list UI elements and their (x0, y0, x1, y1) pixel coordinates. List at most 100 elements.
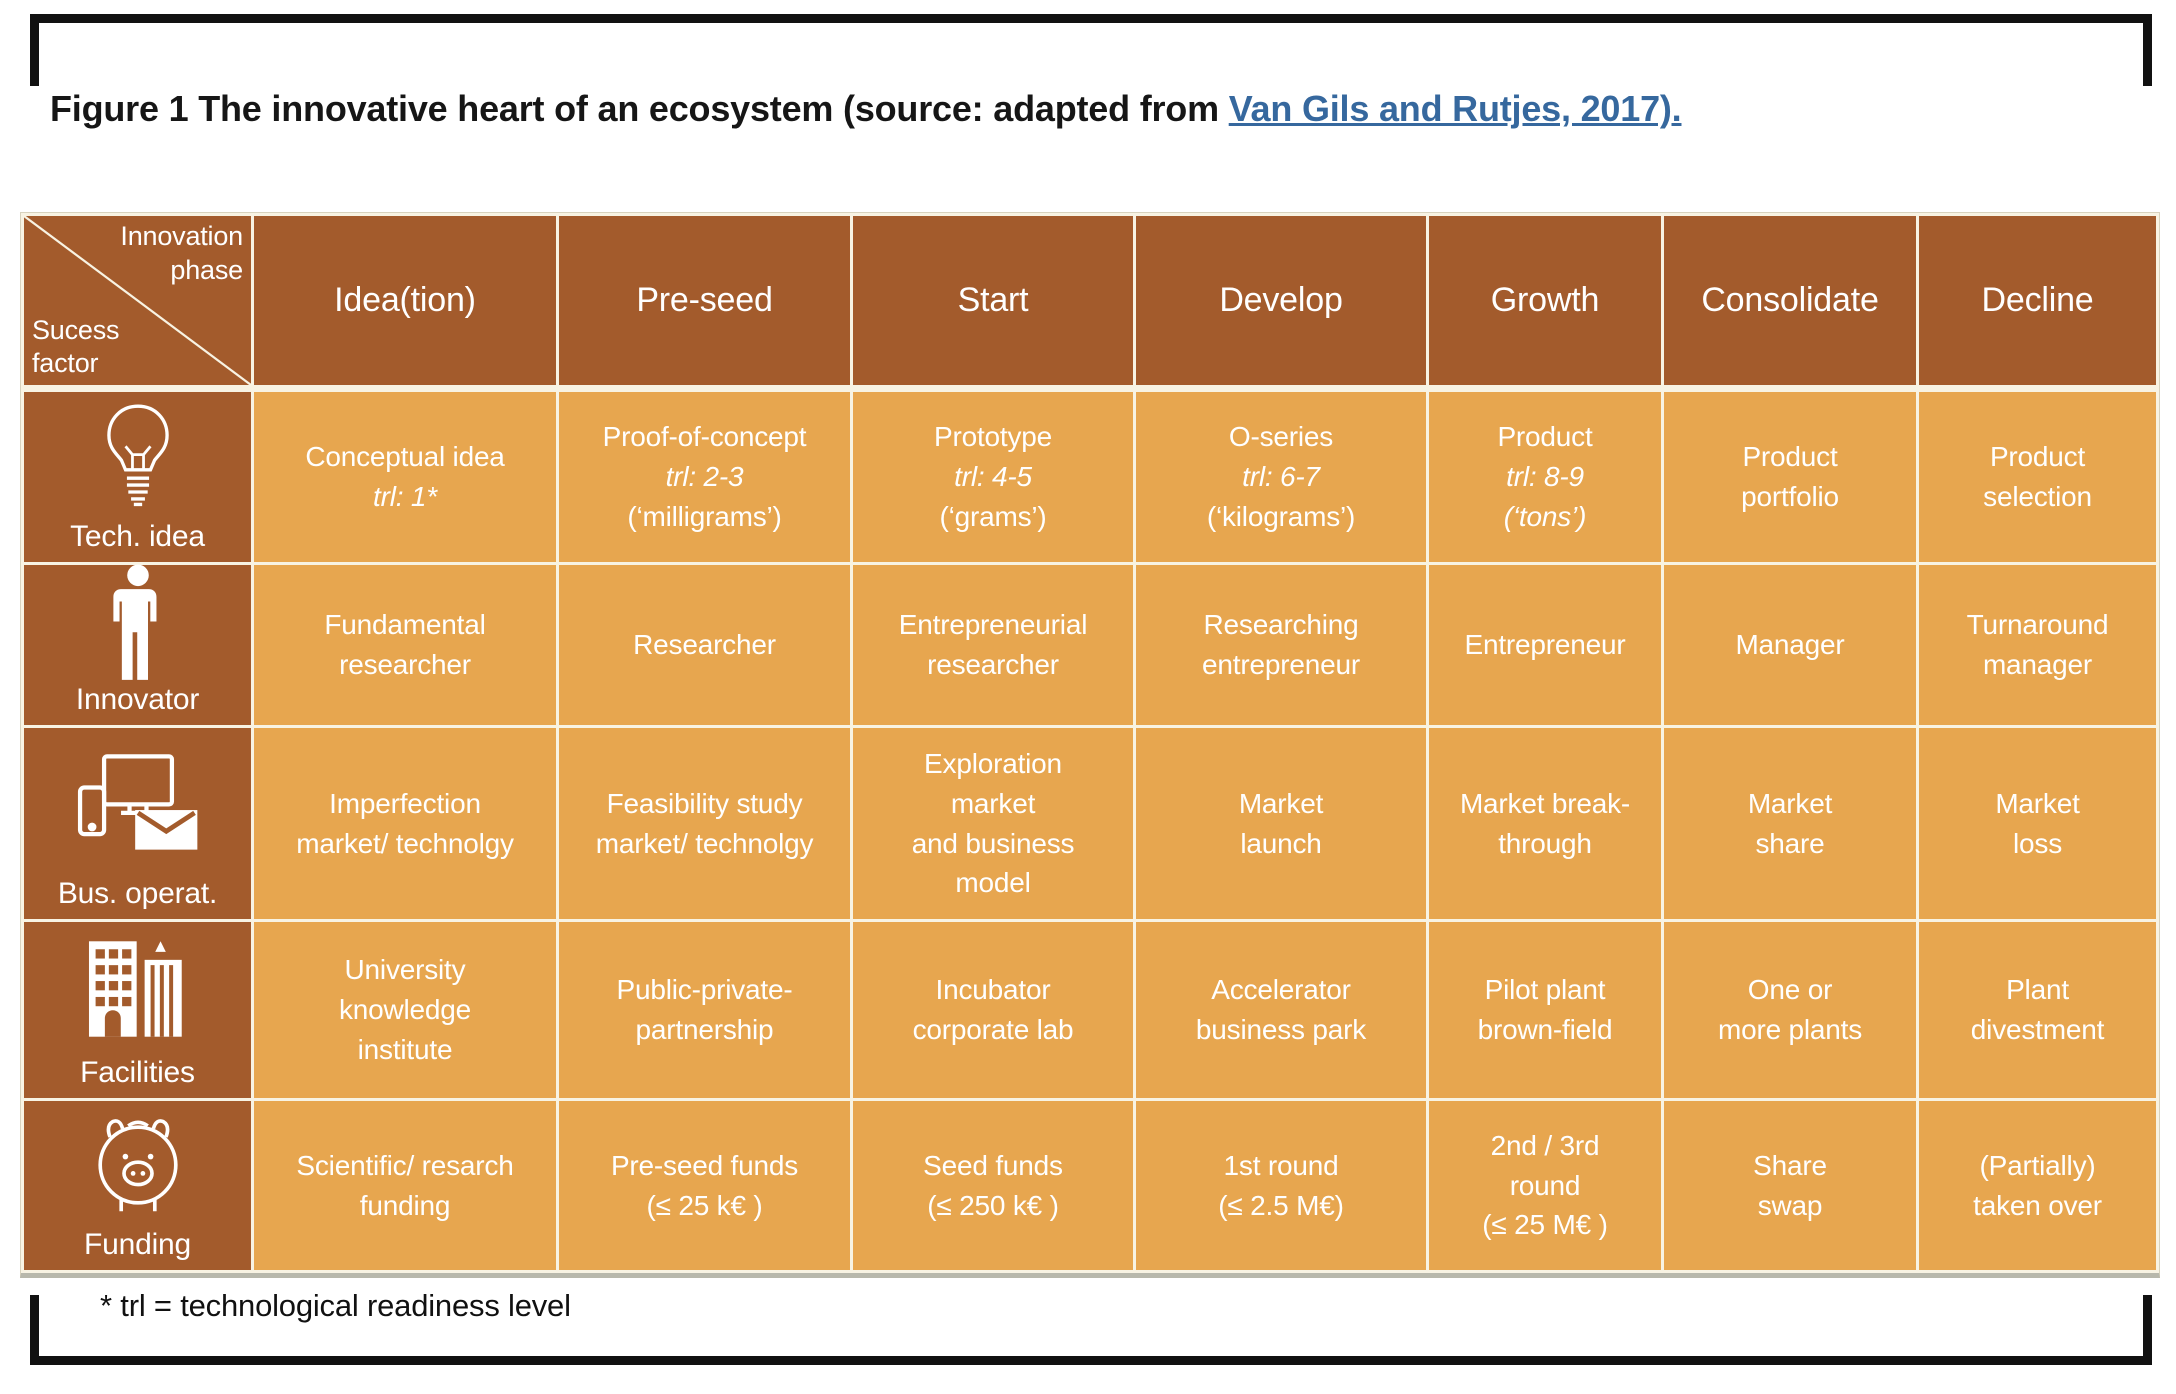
cell-line: Conceptual idea (305, 441, 505, 473)
cell-line: Scientific/ resarch (296, 1149, 514, 1181)
table-cell: Share swap (1664, 1101, 1916, 1270)
frame-top-bar (30, 14, 2152, 23)
cell-line: 1st round (1223, 1149, 1339, 1181)
frame-top-right-tick (2143, 14, 2152, 86)
cell-line: Market (1747, 787, 1833, 819)
cell-line: trl: 6-7 (1242, 461, 1320, 493)
cell-line: institute (357, 1033, 453, 1065)
table-cell: Researcher (559, 565, 850, 725)
cell-line: Product (1497, 421, 1593, 453)
row-label-text: Funding (83, 1228, 191, 1261)
row-label-funding: Funding (24, 1101, 251, 1270)
phase-header-start: Start (853, 216, 1133, 389)
phase-header-idea-tion-: Idea(tion) (254, 216, 556, 389)
cell-line: One or (1747, 974, 1833, 1006)
table-cell: Conceptual idea trl: 1* (254, 392, 556, 562)
cell-line: (‘milligrams’) (627, 500, 782, 532)
frame-top-left-tick (30, 14, 39, 86)
cell-line: trl: 1* (373, 481, 437, 512)
cell-line: trl: 8-9 (1506, 461, 1584, 493)
cell-line: model (955, 867, 1031, 899)
cell-line: (≤ 25 k€ ) (646, 1189, 763, 1221)
cell-line: knowledge (338, 994, 472, 1026)
table-cell: (Partially)taken over (1919, 1101, 2156, 1270)
cell-line: Manager (1735, 629, 1845, 661)
source-link[interactable]: Van Gils and Rutjes, 2017). (1228, 88, 1682, 129)
phase-header-decline: Decline (1919, 216, 2156, 389)
cell-line: Exploration (924, 748, 1062, 779)
cell-line: Incubator (935, 974, 1051, 1006)
cell-line: (≤ 2.5 M€) (1218, 1189, 1344, 1221)
cell-line: Researching (1203, 609, 1359, 641)
row-label-text: Bus. operat. (57, 877, 218, 910)
cell-line: more plants (1717, 1014, 1863, 1045)
cell-line: Pilot plant (1484, 974, 1606, 1006)
table-cell: Product portfolio (1664, 392, 1916, 562)
cell-line: Proof-of-concept (602, 421, 807, 453)
cell-line: trl: 2-3 (665, 461, 744, 493)
phase-header-consolidate: Consolidate (1664, 216, 1916, 389)
diagonal-divider (24, 216, 251, 385)
table-cell: University knowledge institute (254, 922, 556, 1098)
corner-header-cell: Innovation phase Sucess factor (24, 216, 251, 389)
cell-line: Market (1995, 787, 2080, 819)
cell-line: (≤ 25 M€ ) (1482, 1209, 1608, 1241)
caption-text: Figure 1 The innovative heart of an ecos… (50, 88, 1229, 129)
cell-line: Prototype (933, 421, 1053, 453)
cell-line: business park (1195, 1014, 1367, 1045)
row-label-bus-operat-: Bus. operat. (24, 728, 251, 919)
phase-header-pre-seed: Pre-seed (559, 216, 850, 389)
cell-line: Imperfection (329, 787, 481, 819)
table-cell: Pilot plant brown-field (1429, 922, 1661, 1098)
cell-line: University (344, 954, 466, 986)
cell-line: Plant (2006, 974, 2069, 1006)
table-cell: Public-private-partnership (559, 922, 850, 1098)
cell-line: launch (1240, 827, 1322, 859)
corner-success-factor-label: Sucess factor (32, 314, 120, 379)
phase-header-growth: Growth (1429, 216, 1661, 389)
cell-line: (≤ 250 k€ ) (927, 1189, 1059, 1221)
cell-line: (‘grams’) (939, 500, 1047, 532)
cell-line: Entrepreneur (1464, 629, 1626, 661)
table-cell: 1st round (≤ 2.5 M€) (1136, 1101, 1426, 1270)
cell-line: Share (1753, 1149, 1827, 1181)
table-cell: Prototype trl: 4-5 (‘grams’) (853, 392, 1133, 562)
cell-line: through (1498, 827, 1592, 859)
corner-innovation-phase-label: Innovation phase (120, 221, 243, 285)
cell-line: (‘tons’) (1503, 500, 1587, 532)
cell-line: and business (911, 827, 1075, 859)
cell-line: portfolio (1741, 481, 1839, 512)
cell-line: (Partially) (1979, 1149, 2096, 1181)
row-label-text: Tech. idea (70, 520, 205, 553)
cell-line: Product (1742, 441, 1838, 473)
phase-header-develop: Develop (1136, 216, 1426, 389)
figure-caption: Figure 1 The innovative heart of an ecos… (50, 88, 1682, 130)
row-label-tech-idea: Tech. idea (24, 392, 251, 562)
cell-line: swap (1757, 1189, 1823, 1221)
frame-bottom-bar (30, 1356, 2152, 1365)
cell-line: brown-field (1477, 1014, 1613, 1045)
cell-line: researcher (339, 649, 471, 680)
cell-line: Seed funds (923, 1149, 1063, 1181)
table-cell: Product trl: 8-9 (‘tons’) (1429, 392, 1661, 562)
table-cell: Entrepreneur (1429, 565, 1661, 725)
row-label-text: Facilities (80, 1056, 195, 1089)
cell-line: market (950, 787, 1036, 819)
cell-line: Pre-seed funds (610, 1149, 799, 1181)
footnote: * trl = technological readiness level (100, 1288, 571, 1323)
cell-line: trl: 4-5 (954, 461, 1032, 493)
frame-bottom-right-tick (2143, 1295, 2152, 1365)
